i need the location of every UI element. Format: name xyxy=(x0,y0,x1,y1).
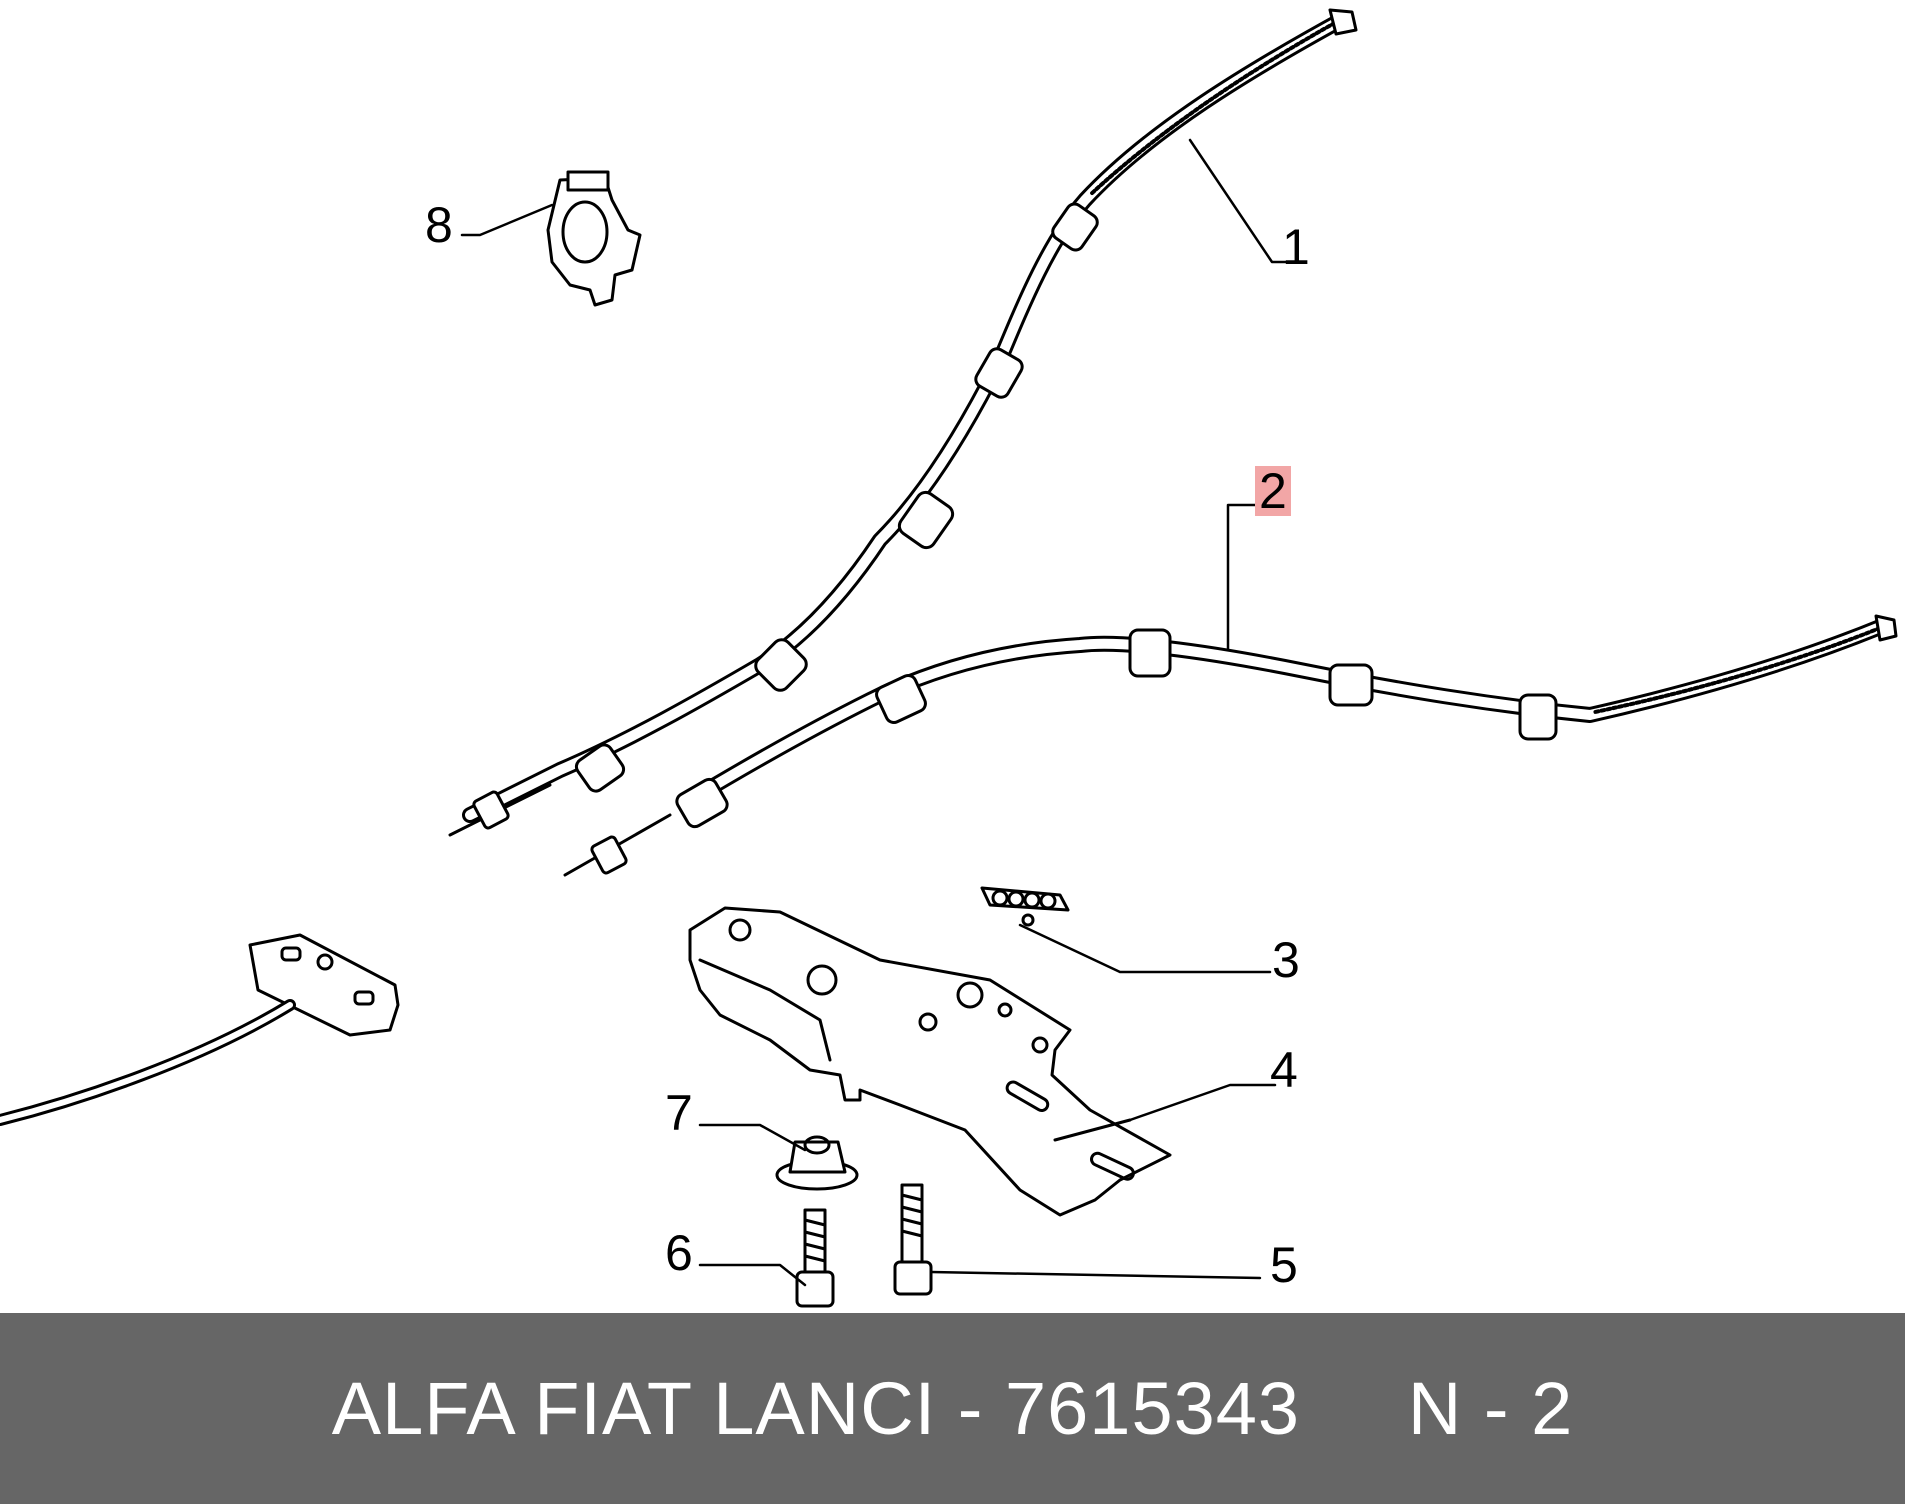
callout-7: 7 xyxy=(665,1085,693,1141)
clip-3-icon xyxy=(980,886,1070,927)
callout-8: 8 xyxy=(425,197,453,253)
callout-4: 4 xyxy=(1270,1042,1298,1098)
callout-2: 2 xyxy=(1255,466,1291,516)
callout-5: 5 xyxy=(1270,1237,1298,1293)
footer-text: ALFA FIAT LANCI - 7615343 N - 2 xyxy=(331,1367,1574,1450)
bolt-5-icon xyxy=(893,1183,933,1296)
leader-lines xyxy=(460,138,1292,1287)
bolt-6-icon xyxy=(795,1208,835,1308)
callout-1: 1 xyxy=(1282,219,1310,275)
footer-banner: ALFA FIAT LANCI - 7615343 N - 2 xyxy=(0,1313,1905,1504)
bracket-4-icon xyxy=(688,906,1172,1217)
cable-1-icon xyxy=(448,8,1358,837)
equalizer-icon xyxy=(0,933,400,1126)
nut-7-icon xyxy=(775,1135,859,1191)
callout-3: 3 xyxy=(1272,932,1300,988)
cable-2-icon xyxy=(563,614,1898,877)
callout-6: 6 xyxy=(665,1225,693,1281)
parts-diagram: 1 2 3 4 5 6 7 8 xyxy=(0,8,1898,1308)
diagram-drawing xyxy=(0,8,1898,1308)
clip-8-icon xyxy=(546,170,642,307)
